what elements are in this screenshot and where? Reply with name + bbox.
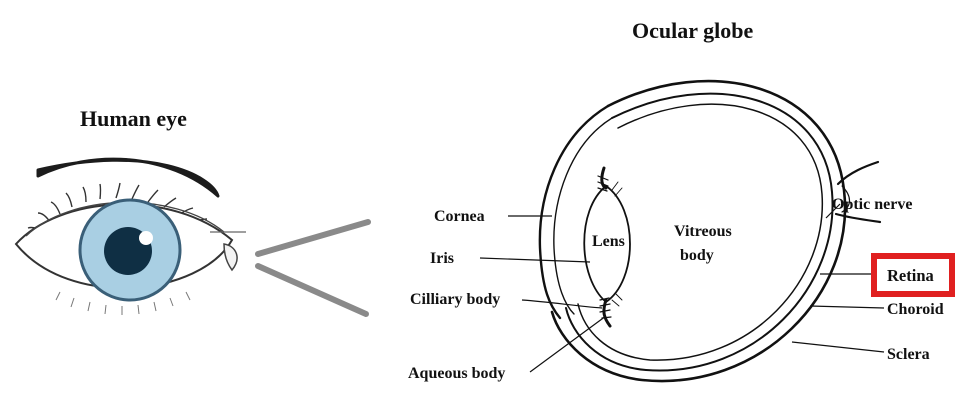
label-cilliary-body: Cilliary body <box>410 291 500 308</box>
label-lens: Lens <box>592 233 625 250</box>
label-iris: Iris <box>430 250 454 267</box>
label-cornea: Cornea <box>434 208 485 225</box>
label-choroid: Choroid <box>887 301 944 318</box>
human-eye-illustration <box>16 159 246 315</box>
label-vitreous-line2: body <box>680 247 714 264</box>
label-optic-nerve: Optic nerve <box>832 196 912 213</box>
label-sclera: Sclera <box>887 346 930 363</box>
zoom-lines <box>258 222 368 314</box>
label-retina: Retina <box>887 266 934 285</box>
label-aqueous-body: Aqueous body <box>408 365 505 382</box>
optic-nerve-shape-2 <box>836 214 880 222</box>
eyebrow <box>38 159 218 196</box>
optic-nerve-shape <box>838 162 878 184</box>
pupil-highlight <box>139 231 153 245</box>
label-vitreous-line1: Vitreous <box>674 223 732 240</box>
tear-duct <box>224 244 237 270</box>
